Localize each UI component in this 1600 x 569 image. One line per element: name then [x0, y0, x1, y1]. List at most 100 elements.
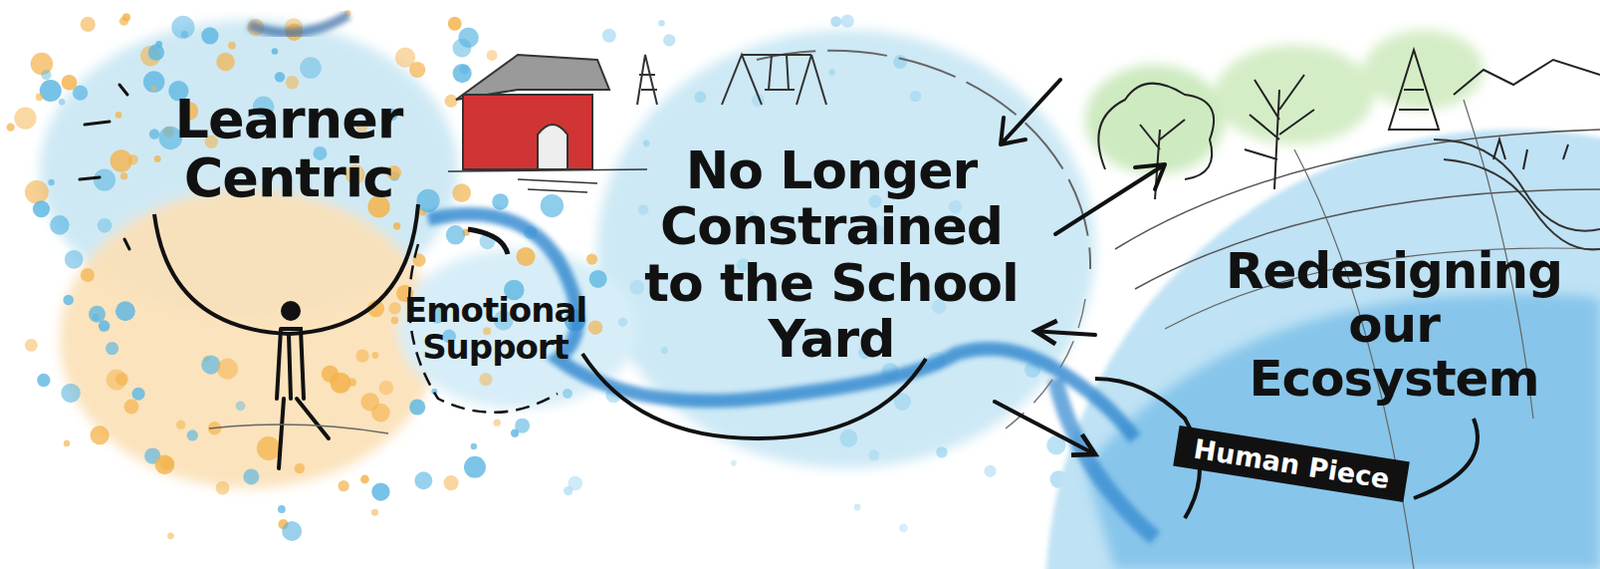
- mountains: [1453, 59, 1600, 95]
- globe-line: [1115, 129, 1600, 249]
- paint-dot: [562, 388, 573, 399]
- paint-dot: [24, 180, 49, 205]
- concept-node: Emotional Support: [383, 270, 608, 386]
- swing-set: [637, 54, 827, 105]
- pointer-arrow: [1000, 79, 1165, 234]
- green-wash: [1214, 44, 1374, 145]
- green-wash: [1085, 64, 1225, 175]
- paint-dot: [935, 446, 947, 458]
- swing-seat: [764, 54, 795, 90]
- paint-dot: [416, 189, 440, 213]
- person-body: [276, 328, 329, 468]
- paint-dot: [452, 38, 471, 58]
- sketch-mark: [79, 84, 130, 249]
- ecosystem-node: Redesigning our EcosystemHuman Piece: [1095, 238, 1594, 538]
- paint-dot: [371, 508, 379, 516]
- note-text: Emotional Support: [383, 291, 608, 365]
- paint-dot: [629, 279, 645, 295]
- paint-dot: [124, 398, 140, 414]
- paint-dot: [589, 269, 608, 288]
- paint-dot: [516, 246, 536, 266]
- paint-dot: [446, 225, 465, 244]
- paint-dot: [371, 481, 390, 500]
- heading-text: Redesigning our Ecosystem: [1199, 243, 1589, 406]
- paint-dot: [643, 140, 651, 148]
- swoosh-line: [1413, 418, 1478, 498]
- person-head: [282, 302, 299, 319]
- paint-dot: [115, 111, 123, 119]
- pointer-arrow: [1000, 79, 1061, 145]
- paint-dot: [40, 69, 51, 80]
- paint-dot: [338, 479, 350, 491]
- paint-dot: [661, 346, 669, 354]
- paint-dot: [201, 26, 219, 44]
- barn-roof: [456, 54, 610, 100]
- paint-dot: [299, 56, 322, 79]
- paint-dot: [49, 215, 70, 235]
- ground-line: [448, 169, 648, 193]
- paint-dot: [88, 305, 106, 323]
- paint-dot: [839, 429, 858, 448]
- banner-text: Human Piece: [1172, 425, 1410, 502]
- paint-dot: [1046, 435, 1066, 455]
- paint-dot: [39, 79, 62, 102]
- paint-dot: [444, 474, 459, 490]
- paint-dot: [151, 85, 158, 92]
- paint-dot: [274, 71, 285, 82]
- paint-dot: [119, 16, 129, 26]
- ground-line: [209, 424, 389, 434]
- paint-dot: [586, 252, 598, 264]
- paint-dot: [409, 398, 426, 415]
- paint-dot: [602, 28, 617, 43]
- paint-dot: [452, 183, 471, 203]
- pine-tree: [1388, 49, 1439, 130]
- globe-body: [1045, 129, 1600, 569]
- globe-shade: [1085, 293, 1600, 569]
- paint-dot: [281, 520, 302, 541]
- paint-dot: [463, 456, 486, 478]
- paint-dot: [5, 122, 14, 131]
- paint-dot: [371, 351, 379, 359]
- heading-text: No Longer Constrained to the School Yard: [627, 142, 1036, 367]
- paint-dot: [176, 420, 187, 431]
- paint-dot: [13, 107, 36, 130]
- paint-dot: [294, 462, 306, 474]
- paint-dot: [132, 387, 146, 401]
- globe: [1045, 99, 1600, 569]
- paint-dot: [120, 172, 128, 180]
- paint-dot: [638, 204, 650, 216]
- paint-dot: [271, 47, 279, 55]
- bowl-curve: [154, 204, 419, 334]
- paint-dot: [414, 470, 433, 489]
- paint-dot: [35, 93, 44, 102]
- paint-dot: [910, 90, 921, 102]
- paint-dot: [36, 373, 50, 387]
- paint-dot: [983, 464, 996, 477]
- paint-dot: [149, 128, 160, 139]
- paint-dot: [216, 480, 230, 495]
- paint-dot: [63, 440, 70, 447]
- flow-arrow: [994, 401, 1096, 455]
- paint-dot: [97, 218, 113, 233]
- paint-dot: [187, 429, 199, 441]
- paint-dot: [80, 267, 95, 282]
- paint-dot: [355, 348, 369, 362]
- paint-dot: [329, 372, 351, 394]
- paint-dot: [228, 41, 236, 50]
- paint-dot: [62, 294, 74, 306]
- paint-dot: [47, 179, 54, 186]
- paint-dot: [93, 168, 116, 191]
- tree-trunk: [1140, 119, 1185, 200]
- paint-dot: [540, 194, 564, 218]
- paint-dot: [458, 64, 469, 75]
- barn-wall: [462, 94, 593, 170]
- paint-dot: [453, 63, 472, 83]
- paint-dot: [80, 16, 96, 32]
- paint-dot: [393, 222, 401, 229]
- paint-dot: [217, 358, 238, 380]
- paint-dot: [448, 16, 462, 31]
- paint-dot: [618, 317, 628, 327]
- paint-dot: [235, 400, 246, 411]
- paint-dot: [64, 249, 84, 269]
